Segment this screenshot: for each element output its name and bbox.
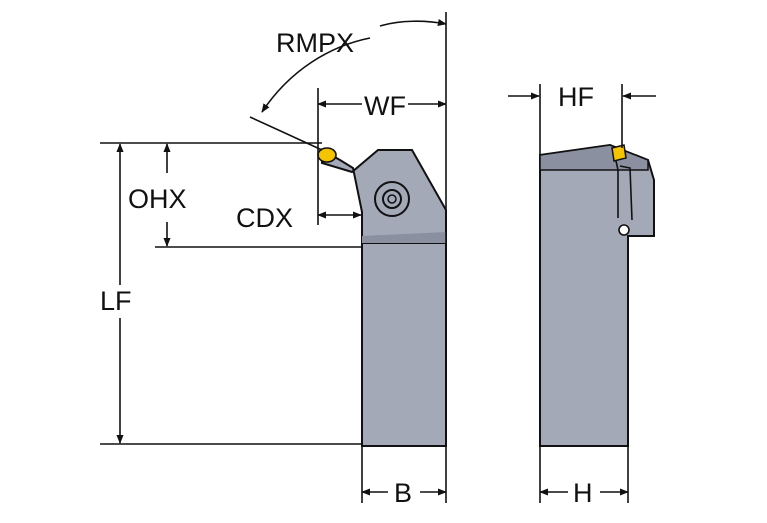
side-view-head-band bbox=[362, 232, 446, 243]
side-view-tool bbox=[317, 147, 447, 447]
wf-label: WF bbox=[364, 91, 406, 121]
front-view-body bbox=[539, 143, 655, 447]
rmpx-reference-line bbox=[249, 116, 323, 151]
rmpx-arc-2 bbox=[379, 18, 447, 27]
b-label: B bbox=[394, 478, 412, 508]
h-label: H bbox=[573, 478, 593, 508]
rmpx-label: RMPX bbox=[276, 28, 354, 58]
front-view-lever bbox=[619, 165, 633, 221]
rmpx-arc bbox=[261, 37, 371, 113]
cdx-label: CDX bbox=[236, 203, 293, 233]
clamp-screw-icon bbox=[374, 181, 410, 217]
lf-label: LF bbox=[100, 286, 132, 316]
hf-label: HF bbox=[558, 82, 594, 112]
front-view-top-shade bbox=[539, 144, 649, 171]
side-view-shank bbox=[361, 242, 447, 447]
ohx-label: OHX bbox=[128, 184, 187, 214]
front-view-tool bbox=[539, 143, 655, 447]
front-view-pin-hole bbox=[618, 224, 630, 236]
front-view-insert bbox=[611, 144, 627, 162]
